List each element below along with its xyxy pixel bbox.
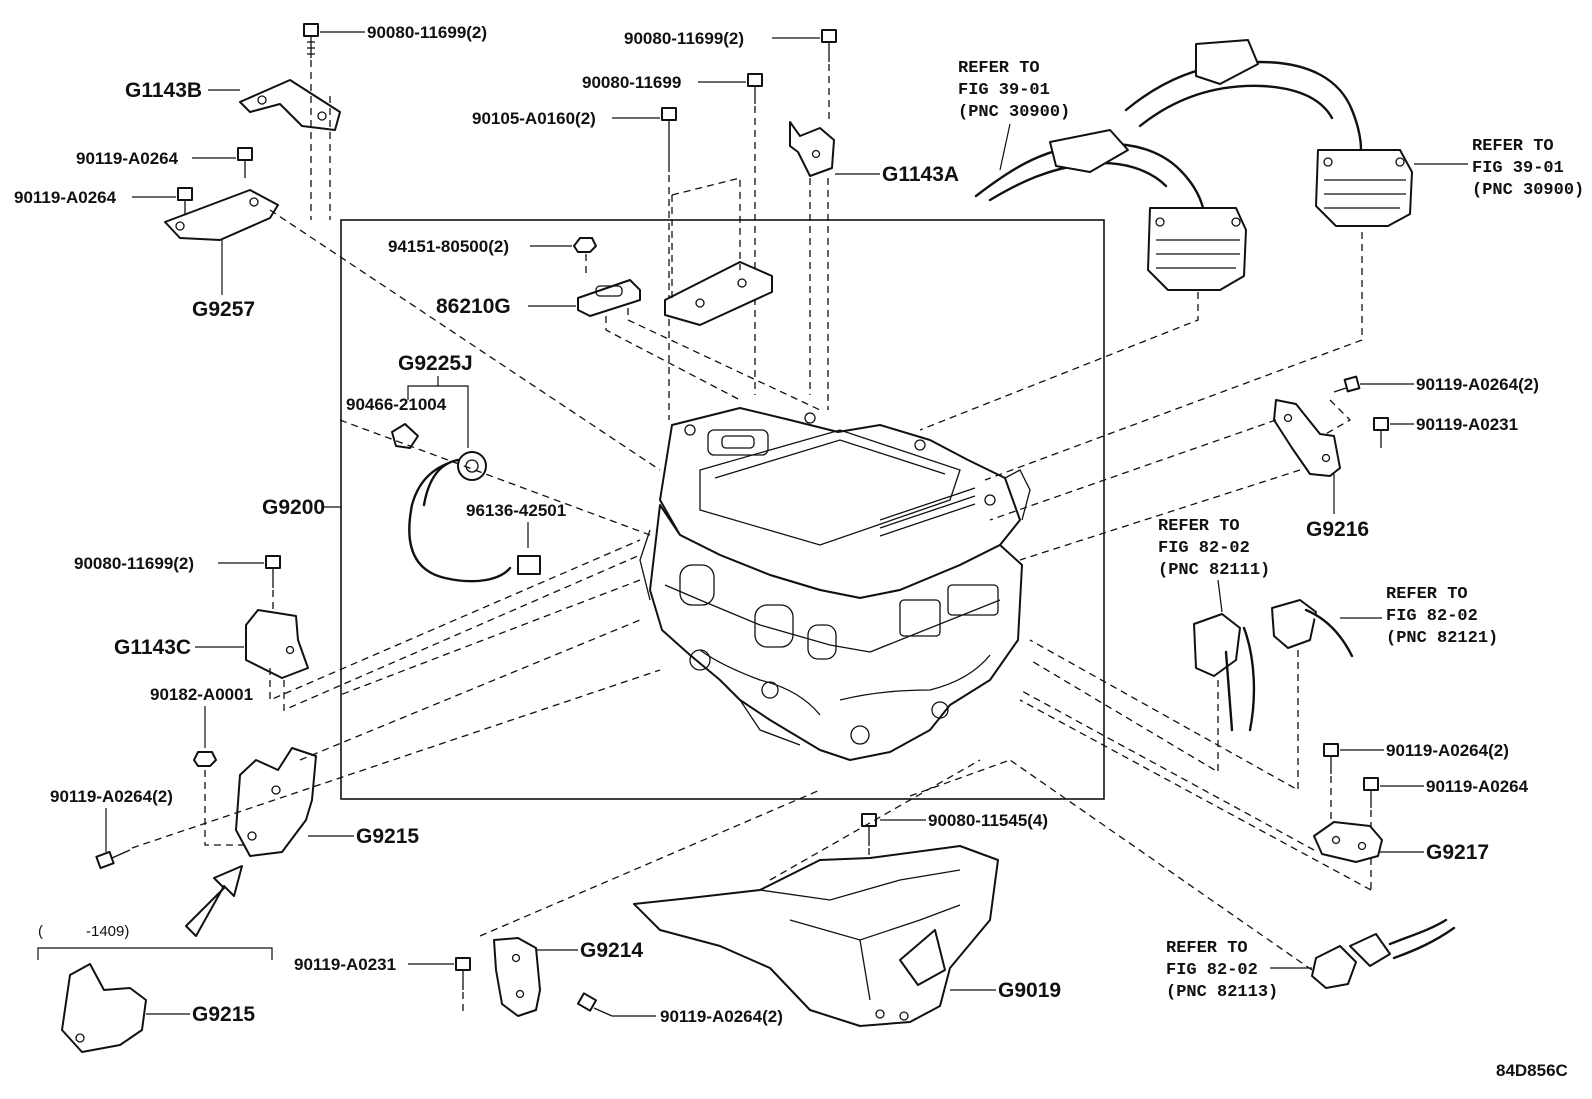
bolt-icon (455, 957, 471, 990)
reference-note-4: REFER TO FIG 82-02 (PNC 82121) (1386, 585, 1498, 648)
bracket-g9215-variant (61, 963, 147, 1053)
label-fastener-96136: 96136-42501 (466, 501, 566, 520)
label-fastener-90466: 90466-21004 (346, 395, 447, 414)
connector-82111 (1193, 613, 1256, 732)
ref-1-line2: FIG 39-01 (958, 81, 1050, 100)
label-g1143b: G1143B (125, 79, 202, 102)
nut-icon (573, 237, 597, 253)
label-fastener-bottom-0231: 90119-A0231 (294, 955, 396, 974)
label-fastener-top-left: 90080-11699(2) (367, 23, 487, 42)
variant-note-range: -1409) (86, 923, 129, 940)
bracket-g9257 (164, 189, 279, 241)
bolt-icon (861, 813, 877, 846)
label-fastener-90119-a: 90119-A0264 (76, 149, 179, 168)
reference-note-1: REFER TO FIG 39-01 (PNC 30900) (958, 59, 1070, 122)
bracket-g9217 (1313, 821, 1383, 863)
label-g9216: G9216 (1306, 518, 1369, 541)
label-fastener-lower-right-2: 90119-A0264 (1426, 777, 1529, 796)
coolant-hose (408, 451, 512, 583)
label-fastener-90080-11545: 90080-11545(4) (928, 811, 1048, 830)
ref-4-line1: REFER TO (1386, 585, 1468, 604)
ref-5-line3: (PNC 82113) (1166, 983, 1278, 1002)
label-g9225j: G9225J (398, 352, 473, 375)
bolt-icon (237, 147, 253, 178)
ref-4-line3: (PNC 82121) (1386, 629, 1498, 648)
ref-3-line2: FIG 82-02 (1158, 539, 1250, 558)
label-fastener-90119-b: 90119-A0264 (14, 188, 117, 207)
bracket-g1143b (239, 79, 341, 131)
diagram-id: 84D856C (1496, 1061, 1568, 1080)
bolt-icon (821, 29, 837, 62)
reference-note-2: REFER TO FIG 39-01 (PNC 30900) (1472, 137, 1584, 200)
label-fastener-94151: 94151-80500(2) (388, 237, 509, 256)
bolt-icon (1333, 375, 1361, 393)
bolt-icon (303, 23, 319, 58)
bolt-icon (747, 73, 763, 104)
variant-note-open: ( (38, 923, 43, 940)
label-fastener-left-c: 90080-11699(2) (74, 554, 194, 573)
label-fastener-mid: 90080-11699 (582, 73, 681, 92)
sensor-cable-82113 (1311, 918, 1456, 989)
label-g9200: G9200 (262, 496, 325, 519)
bracket-g1143c (245, 609, 309, 679)
undercover-g9019 (633, 845, 999, 1027)
bracket-g9215 (235, 747, 317, 857)
label-g9019: G9019 (998, 979, 1061, 1002)
label-g9215: G9215 (356, 825, 419, 848)
bolt-icon (1363, 777, 1379, 808)
bolt-icon (576, 992, 613, 1017)
bracket-g9216 (1273, 399, 1341, 477)
fuse-holder-86210g (577, 279, 641, 317)
reference-note-3: REFER TO FIG 82-02 (PNC 82111) (1158, 517, 1270, 580)
bolt-icon (661, 107, 677, 172)
label-fastener-90182: 90182-A0001 (150, 685, 253, 704)
hv-cable-harness (974, 39, 1413, 291)
label-g1143c: G1143C (114, 636, 191, 659)
nut-icon (193, 751, 217, 767)
bolt-icon (1373, 417, 1389, 448)
hose-clamp-icon (517, 555, 541, 575)
connector-82121 (1271, 599, 1354, 658)
ref-5-line2: FIG 82-02 (1166, 961, 1258, 980)
bolt-icon (1323, 743, 1339, 774)
bolt-icon (95, 849, 131, 870)
label-fastener-lower-right-1: 90119-A0264(2) (1386, 741, 1509, 760)
label-g9214: G9214 (580, 939, 643, 962)
ref-1-line1: REFER TO (958, 59, 1040, 78)
ref-2-line1: REFER TO (1472, 137, 1554, 156)
reference-note-5: REFER TO FIG 82-02 (PNC 82113) (1166, 939, 1278, 1002)
ref-2-line2: FIG 39-01 (1472, 159, 1564, 178)
label-fastener-right-2: 90119-A0231 (1416, 415, 1518, 434)
ref-3-line1: REFER TO (1158, 517, 1240, 536)
cover-plate (664, 261, 773, 326)
plug-icon (391, 423, 419, 449)
label-fastener-left-low: 90119-A0264(2) (50, 787, 173, 806)
bracket-g9214 (493, 937, 541, 1017)
ref-4-line2: FIG 82-02 (1386, 607, 1478, 626)
ref-1-line3: (PNC 30900) (958, 103, 1070, 122)
label-g9257: G9257 (192, 298, 255, 321)
bolt-icon (265, 555, 281, 588)
label-fastener-bottom-0264: 90119-A0264(2) (660, 1007, 783, 1026)
label-g1143a: G1143A (882, 163, 959, 186)
label-fastener-right-1: 90119-A0264(2) (1416, 375, 1539, 394)
ref-5-line1: REFER TO (1166, 939, 1248, 958)
assembly-frame (340, 219, 1105, 800)
ref-2-line3: (PNC 30900) (1472, 181, 1584, 200)
label-fastener-top-mid: 90080-11699(2) (624, 29, 744, 48)
ref-3-line3: (PNC 82111) (1158, 561, 1270, 580)
inverter-assembly-drawing (639, 407, 1031, 761)
label-g9217: G9217 (1426, 841, 1489, 864)
direction-arrow-icon (185, 865, 243, 937)
label-86210g: 86210G (436, 295, 511, 318)
label-g9215-variant: G9215 (192, 1003, 255, 1026)
label-fastener-90105: 90105-A0160(2) (472, 109, 596, 128)
bracket-g1143a (789, 121, 835, 177)
